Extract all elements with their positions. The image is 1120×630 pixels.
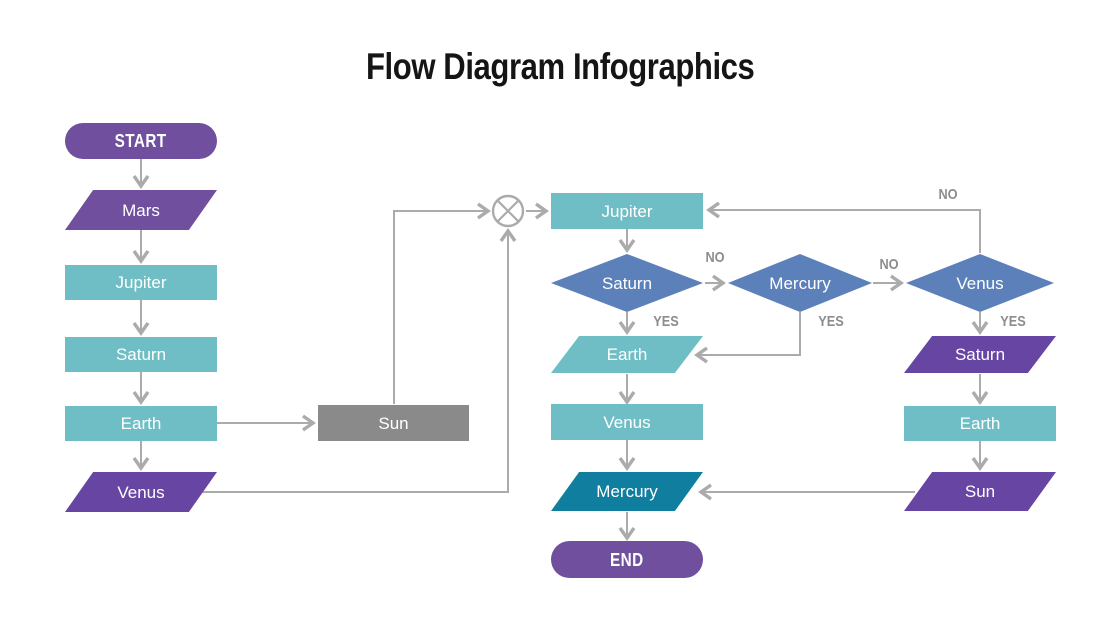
node-venus-mid: Venus bbox=[551, 404, 703, 440]
node-mars-label: Mars bbox=[122, 200, 160, 220]
node-jupiter-main-label: Jupiter bbox=[601, 201, 653, 221]
node-sun-process-label: Sun bbox=[378, 413, 409, 433]
edge-label-yes-mercury: YES bbox=[818, 313, 844, 330]
node-start-label: START bbox=[114, 131, 167, 151]
node-jupiter-main: Jupiter bbox=[551, 193, 703, 229]
node-jupiter-left: Jupiter bbox=[65, 265, 217, 300]
page-title: Flow Diagram Infographics bbox=[365, 46, 755, 87]
node-sun-process: Sun bbox=[318, 405, 469, 441]
node-sun-io-right: Sun bbox=[904, 472, 1056, 511]
node-end-label: END bbox=[610, 549, 644, 570]
node-saturn-io-right: Saturn bbox=[904, 336, 1056, 373]
summing-junction-icon bbox=[491, 194, 525, 228]
node-mercury-io-label: Mercury bbox=[596, 482, 658, 501]
node-earth-left-label: Earth bbox=[120, 414, 162, 433]
node-sun-io-right-label: Sun bbox=[964, 482, 996, 501]
line-venus-no-to-jupiter bbox=[706, 201, 981, 253]
node-venus-decision-label: Venus bbox=[956, 273, 1004, 293]
node-earth-right-label: Earth bbox=[959, 414, 1001, 433]
node-saturn-decision-label: Saturn bbox=[601, 273, 653, 293]
line-mercury-yes-to-earth-io bbox=[694, 312, 801, 364]
edge-label-yes-venus: YES bbox=[1000, 313, 1026, 330]
node-jupiter-left-label: Jupiter bbox=[115, 273, 167, 292]
node-earth-right: Earth bbox=[904, 406, 1056, 441]
node-venus-left-label: Venus bbox=[117, 482, 165, 502]
node-mars: Mars bbox=[65, 190, 217, 230]
node-venus-mid-label: Venus bbox=[603, 412, 651, 432]
node-mercury-io: Mercury bbox=[551, 472, 703, 511]
node-saturn-left: Saturn bbox=[65, 337, 217, 372]
node-saturn-left-label: Saturn bbox=[115, 345, 167, 364]
edge-label-no-venus-jupiter: NO bbox=[938, 186, 958, 203]
node-end: END bbox=[551, 541, 703, 578]
node-start: START bbox=[65, 123, 217, 159]
node-saturn-io-right-label: Saturn bbox=[954, 345, 1006, 364]
node-venus-left: Venus bbox=[65, 472, 217, 512]
edge-label-yes-saturn: YES bbox=[653, 313, 679, 330]
node-earth-io-mid: Earth bbox=[551, 336, 703, 373]
edge-label-no-mercury-venus: NO bbox=[879, 256, 899, 273]
node-mercury-decision-label: Mercury bbox=[769, 273, 831, 293]
line-venus-to-junction bbox=[202, 228, 517, 493]
edge-label-no-saturn-mercury: NO bbox=[705, 249, 725, 266]
node-earth-left: Earth bbox=[65, 406, 217, 441]
node-earth-io-mid-label: Earth bbox=[606, 345, 648, 364]
line-sun-to-junction bbox=[393, 202, 491, 404]
